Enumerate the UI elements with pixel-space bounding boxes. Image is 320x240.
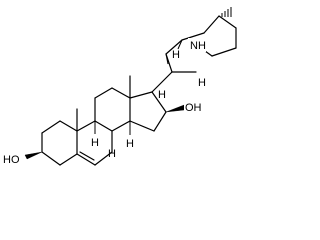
ring-a — [41, 120, 78, 166]
h-sidechain-bond — [165, 53, 169, 65]
oh-label-right: OH — [185, 102, 202, 114]
ho-label-left: HO — [3, 154, 20, 166]
wedge-c16-oh — [165, 104, 185, 113]
h-label-sidechain: H — [198, 77, 206, 89]
h-label-c17: H — [158, 89, 166, 101]
double-bond-c5-c6 — [79, 151, 95, 161]
methyl-piperidine — [221, 7, 232, 17]
h-piperidine-bond — [177, 39, 183, 50]
ring-d — [129, 91, 167, 132]
nh-label: NH — [190, 40, 206, 52]
h-label-c8: H — [108, 148, 116, 160]
h-label-c9: H — [91, 137, 99, 149]
wedge-c3-oh — [24, 151, 43, 160]
molecule-structure: NH OH HO H H H H H H — [2, 7, 237, 166]
ring-c — [94, 87, 131, 132]
h-label-c14: H — [126, 138, 134, 150]
h-label-piperidine: H — [172, 49, 180, 61]
